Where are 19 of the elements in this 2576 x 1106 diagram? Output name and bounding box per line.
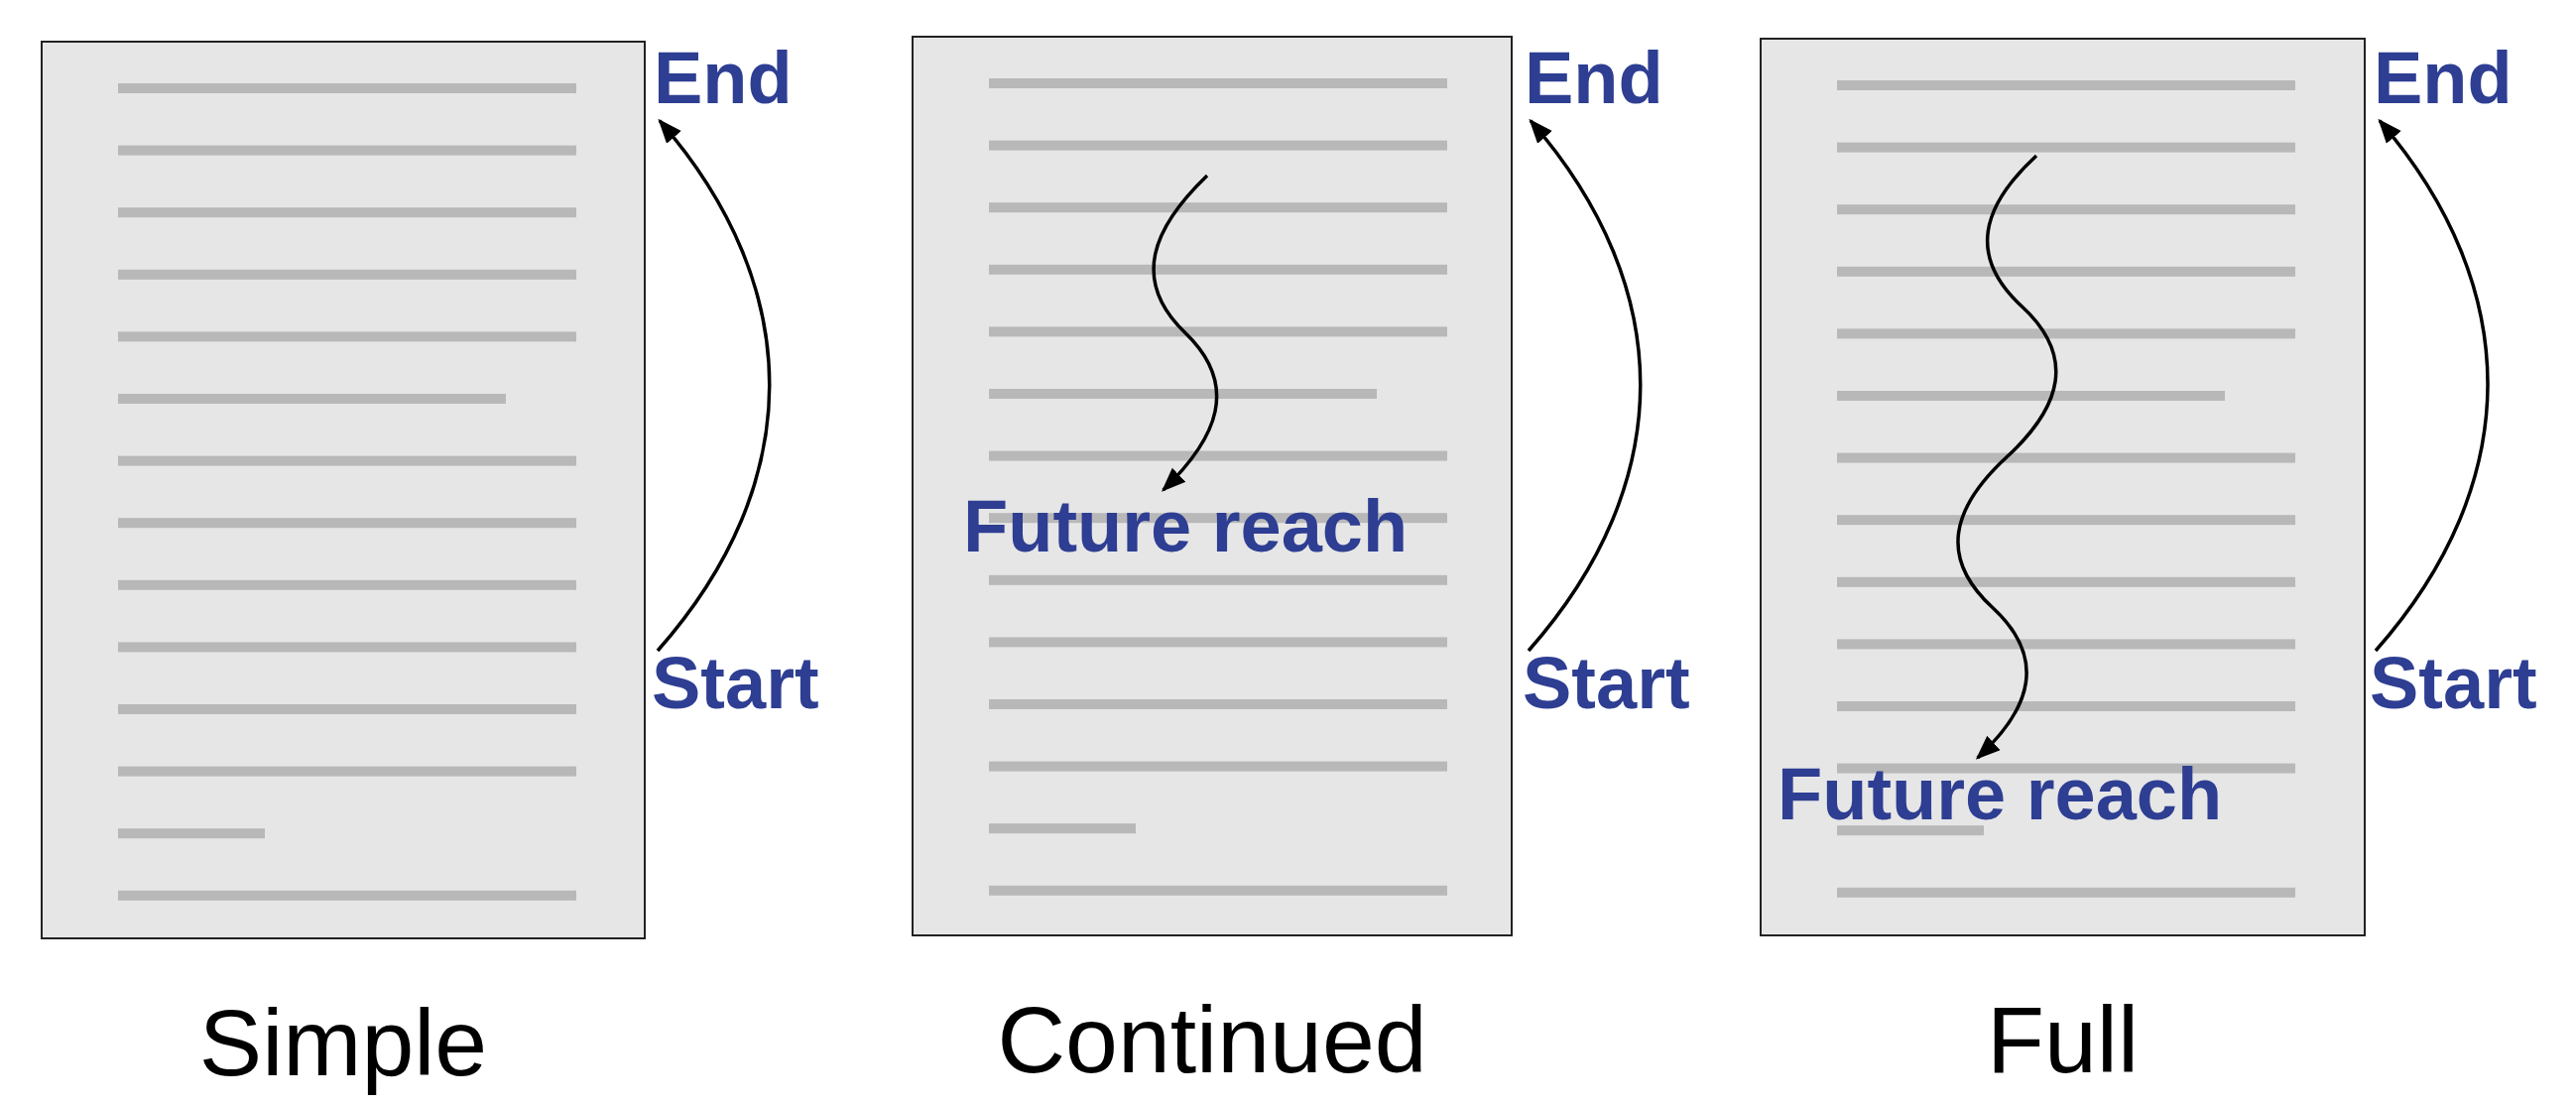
text-label: Future reach — [963, 488, 1409, 565]
page-label: Full — [1986, 991, 2140, 1090]
page-label: Simple — [198, 994, 488, 1093]
text-label: Future reach — [1778, 756, 2223, 833]
curved-arrow — [1527, 118, 1643, 653]
curved-arrow — [656, 118, 772, 653]
text-label: End — [654, 40, 793, 117]
curved-arrow — [2374, 118, 2490, 653]
page-box — [912, 36, 1513, 936]
text-label: Start — [2370, 645, 2537, 722]
page-box — [41, 41, 646, 939]
page-box — [1760, 38, 2366, 936]
text-label: Start — [652, 645, 819, 722]
text-label: End — [1525, 40, 1663, 117]
wavy-arrow — [1956, 154, 2058, 760]
page-label: Continued — [997, 991, 1427, 1090]
wavy-arrow — [1152, 174, 1219, 492]
text-label: End — [2374, 40, 2513, 117]
text-label: Start — [1523, 645, 1690, 722]
